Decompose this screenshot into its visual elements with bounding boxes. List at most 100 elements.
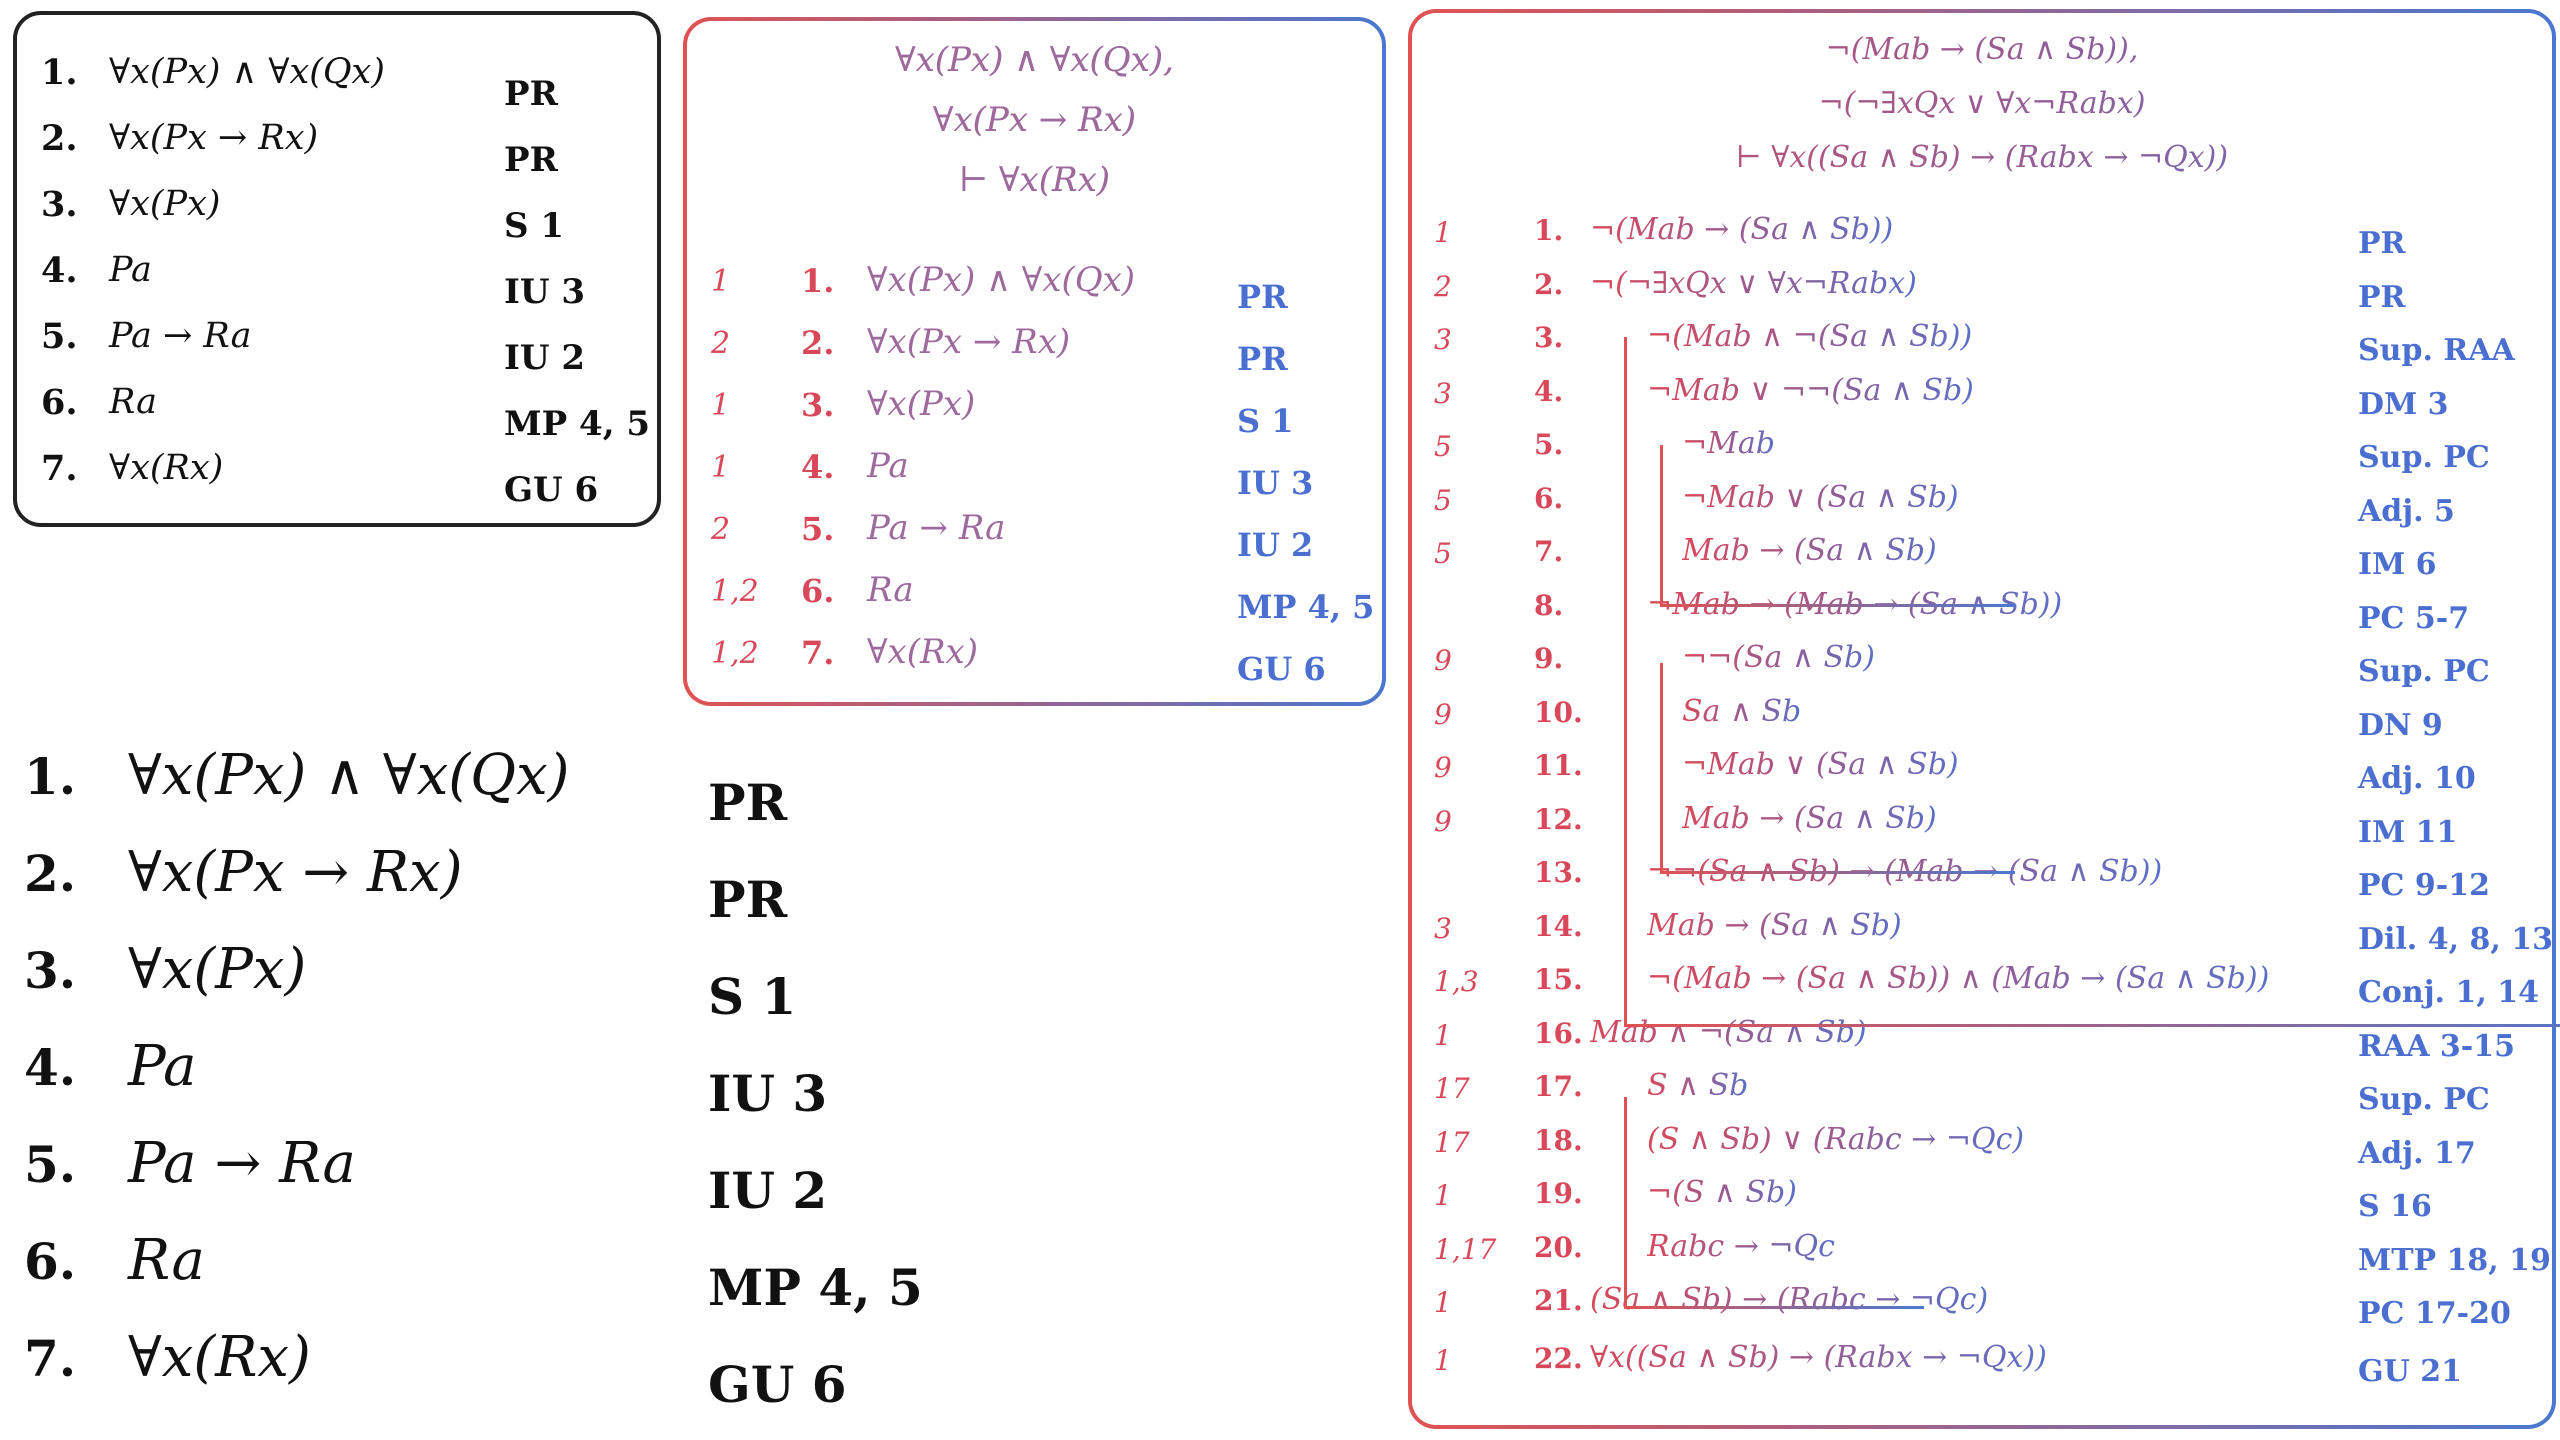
line-number: 10. xyxy=(1534,696,1583,729)
justification: PR xyxy=(708,870,788,929)
line-number: 6. xyxy=(24,1232,77,1291)
formula: Ra xyxy=(109,382,158,422)
subproof-close-line xyxy=(1660,871,2015,874)
justification: IU 2 xyxy=(1237,526,1314,564)
line-number: 3. xyxy=(24,941,77,1000)
formula: Pa → Ra xyxy=(109,316,252,356)
line-number: 2. xyxy=(24,844,77,903)
formula: ¬Mab ∨ (Sa ∧ Sb) xyxy=(1682,480,1959,515)
justification: Sup. PC xyxy=(2358,654,2490,689)
dependency-set: 3 xyxy=(1434,912,1452,945)
justification: IM 11 xyxy=(2358,815,2458,850)
line-number: 2. xyxy=(1534,268,1564,301)
dependency-set: 2 xyxy=(711,326,731,361)
justification: Sup. RAA xyxy=(2358,333,2515,368)
subproof-close-line xyxy=(1624,1024,2560,1027)
line-number: 7. xyxy=(41,448,78,489)
line-number: 9. xyxy=(1534,642,1564,675)
formula: ¬(¬∃xQx ∨ ∀x¬Rabx) xyxy=(1590,266,1917,301)
dependency-set: 1,2 xyxy=(711,636,759,671)
line-number: 4. xyxy=(41,250,78,291)
line-number: 19. xyxy=(1534,1177,1583,1210)
justification: Adj. 17 xyxy=(2358,1136,2476,1171)
subproof-bar xyxy=(1624,1097,1627,1309)
line-number: 2. xyxy=(801,324,835,362)
line-number: 20. xyxy=(1534,1231,1583,1264)
line-number: 5. xyxy=(1534,428,1564,461)
premise: ∀x(Px → Rx) xyxy=(687,103,1382,137)
formula: ∀x(Px) ∧ ∀x(Qx) xyxy=(128,743,570,808)
formula: Pa → Ra xyxy=(867,508,1006,548)
justification: PR xyxy=(504,140,558,180)
dependency-set: 1 xyxy=(1434,1344,1452,1377)
formula: ∀x(Px) xyxy=(109,184,221,224)
justification: PC 9-12 xyxy=(2358,868,2490,903)
dependency-set: 5 xyxy=(1434,484,1452,517)
line-number: 6. xyxy=(801,572,835,610)
justification: IM 6 xyxy=(2358,547,2437,582)
formula: ∀x(Px) xyxy=(128,937,307,1002)
subproof-bar xyxy=(1624,337,1627,1027)
justification: MP 4, 5 xyxy=(1237,588,1375,626)
justification: S 1 xyxy=(708,967,797,1026)
line-number: 22. xyxy=(1534,1342,1583,1375)
formula: ∀x(Rx) xyxy=(867,632,978,672)
formula: ¬(Mab → (Sa ∧ Sb)) xyxy=(1590,212,1894,247)
line-number: 12. xyxy=(1534,803,1583,836)
formula: ¬(S ∧ Sb) xyxy=(1647,1175,1797,1210)
justification: DN 9 xyxy=(2358,708,2443,743)
line-number: 7. xyxy=(1534,535,1564,568)
justification: RAA 3-15 xyxy=(2358,1029,2516,1064)
premise: ⊢ ∀x(Rx) xyxy=(687,163,1382,197)
dependency-set: 1 xyxy=(1434,1019,1452,1052)
formula: ∀x(Px → Rx) xyxy=(867,322,1071,362)
justification: GU 6 xyxy=(1237,650,1326,688)
justification: MP 4, 5 xyxy=(708,1258,923,1317)
line-number: 4. xyxy=(24,1038,77,1097)
line-number: 2. xyxy=(41,118,78,159)
subproof-bar xyxy=(1660,445,1663,607)
formula: ∀x(Px) ∧ ∀x(Qx) xyxy=(109,52,385,92)
line-number: 6. xyxy=(1534,482,1564,515)
justification: Sup. PC xyxy=(2358,1082,2490,1117)
line-number: 3. xyxy=(41,184,78,225)
dependency-set: 2 xyxy=(1434,270,1452,303)
justification: Adj. 10 xyxy=(2358,761,2476,796)
dependency-set: 1,17 xyxy=(1434,1233,1497,1266)
justification: S 1 xyxy=(1237,402,1294,440)
dependency-set: 2 xyxy=(711,512,731,547)
formula: ¬Mab ∨ (Sa ∧ Sb) xyxy=(1682,747,1959,782)
premise: ⊢ ∀x((Sa ∧ Sb) → (Rabx → ¬Qx)) xyxy=(1412,143,2552,173)
dependency-set: 5 xyxy=(1434,430,1452,463)
justification: GU 6 xyxy=(504,470,599,510)
justification: MP 4, 5 xyxy=(504,404,651,444)
justification: PR xyxy=(504,74,558,114)
line-number: 6. xyxy=(41,382,78,423)
line-number: 8. xyxy=(1534,589,1564,622)
justification: IU 3 xyxy=(708,1064,828,1123)
formula: ¬(Mab → (Sa ∧ Sb)) ∧ (Mab → (Sa ∧ Sb)) xyxy=(1647,961,2270,996)
formula: ∀x((Sa ∧ Sb) → (Rabx → ¬Qx)) xyxy=(1590,1340,2047,1375)
formula: ∀x(Rx) xyxy=(109,448,224,488)
dependency-set: 3 xyxy=(1434,323,1452,356)
dependency-set: 9 xyxy=(1434,805,1452,838)
subproof-close-line xyxy=(1660,604,2015,607)
dependency-set: 1 xyxy=(711,450,731,485)
line-number: 7. xyxy=(801,634,835,672)
justification: MTP 18, 19 xyxy=(2358,1243,2551,1278)
dependency-set: 9 xyxy=(1434,698,1452,731)
dependency-set: 1 xyxy=(711,264,731,299)
premise: ∀x(Px) ∧ ∀x(Qx), xyxy=(687,43,1382,77)
justification: DM 3 xyxy=(2358,387,2449,422)
justification: S 16 xyxy=(2358,1189,2432,1224)
justification: PR xyxy=(1237,340,1288,378)
subproof-bar xyxy=(1660,663,1663,874)
justification: PC 5-7 xyxy=(2358,601,2470,636)
dependency-set: 17 xyxy=(1434,1126,1470,1159)
line-number: 14. xyxy=(1534,910,1583,943)
line-number: 5. xyxy=(24,1135,77,1194)
dependency-set: 1 xyxy=(711,388,731,423)
dependency-set: 5 xyxy=(1434,537,1452,570)
